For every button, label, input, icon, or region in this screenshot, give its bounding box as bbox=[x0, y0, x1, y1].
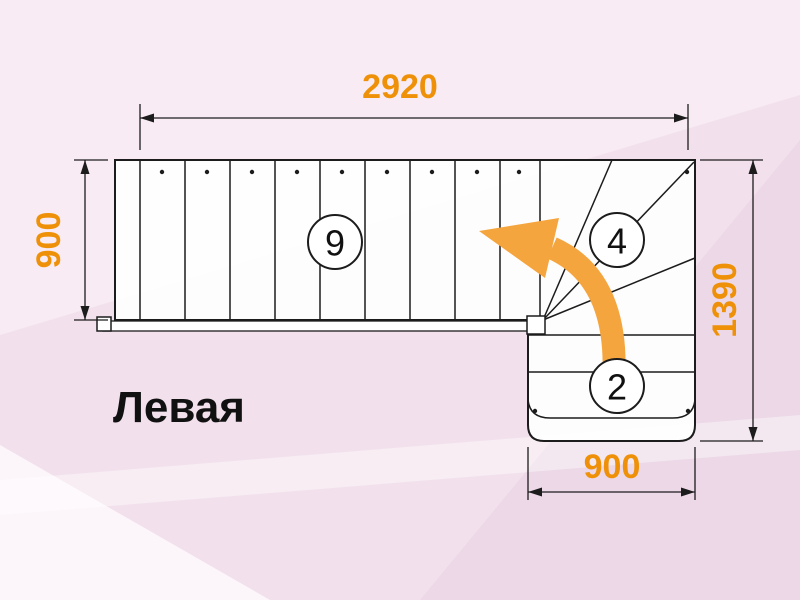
badge-straight-flight bbox=[307, 214, 363, 270]
dimension-arrowhead bbox=[528, 487, 542, 497]
dot bbox=[384, 169, 390, 175]
dimension-arrowhead bbox=[80, 306, 90, 320]
dot bbox=[294, 169, 300, 175]
dot bbox=[685, 408, 691, 414]
dimension-right: 1390 bbox=[700, 159, 763, 442]
drawing-title: Левая bbox=[113, 383, 245, 432]
direction-arrow-head bbox=[479, 218, 559, 278]
dot bbox=[684, 169, 690, 175]
step-badges: 9 4 2 bbox=[307, 212, 645, 414]
dimension-bottom: 900 bbox=[527, 447, 696, 500]
straight-flight-risers bbox=[139, 160, 541, 320]
dot bbox=[532, 408, 538, 414]
dimension-right-depth: 1390 bbox=[706, 262, 744, 338]
dot bbox=[474, 169, 480, 175]
dot bbox=[339, 169, 345, 175]
dimension-left: 900 bbox=[30, 159, 108, 321]
dimension-arrowhead bbox=[748, 160, 758, 174]
fastener-dots bbox=[159, 169, 691, 414]
rail-bar bbox=[102, 320, 544, 332]
straight-flight-count: 9 bbox=[325, 223, 345, 264]
bg-facet-bottom-left bbox=[0, 445, 270, 600]
bottom-flight-count: 2 bbox=[607, 367, 627, 408]
dimension-arrowhead bbox=[674, 113, 688, 123]
bullnose-step-edge bbox=[527, 399, 696, 419]
dot bbox=[204, 169, 210, 175]
dimension-arrowhead bbox=[140, 113, 154, 123]
rail-post-left bbox=[96, 316, 112, 332]
dot bbox=[429, 169, 435, 175]
winder-count: 4 bbox=[607, 221, 627, 262]
badge-winders bbox=[589, 212, 645, 268]
winder-riser-line bbox=[542, 159, 613, 321]
dimension-bottom-width: 900 bbox=[584, 448, 641, 486]
dimension-arrowhead bbox=[80, 160, 90, 174]
winder-riser-line bbox=[542, 257, 696, 321]
dot bbox=[516, 169, 522, 175]
rail-post-newel bbox=[526, 315, 546, 335]
dimension-flight-width: 900 bbox=[30, 212, 68, 269]
dimension-total-length: 2920 bbox=[362, 68, 438, 106]
dot bbox=[249, 169, 255, 175]
dot bbox=[159, 169, 165, 175]
badge-lower-flight bbox=[589, 358, 645, 414]
dimension-top: 2920 bbox=[139, 68, 689, 150]
dimension-arrowhead bbox=[681, 487, 695, 497]
dimension-arrowhead bbox=[748, 427, 758, 441]
